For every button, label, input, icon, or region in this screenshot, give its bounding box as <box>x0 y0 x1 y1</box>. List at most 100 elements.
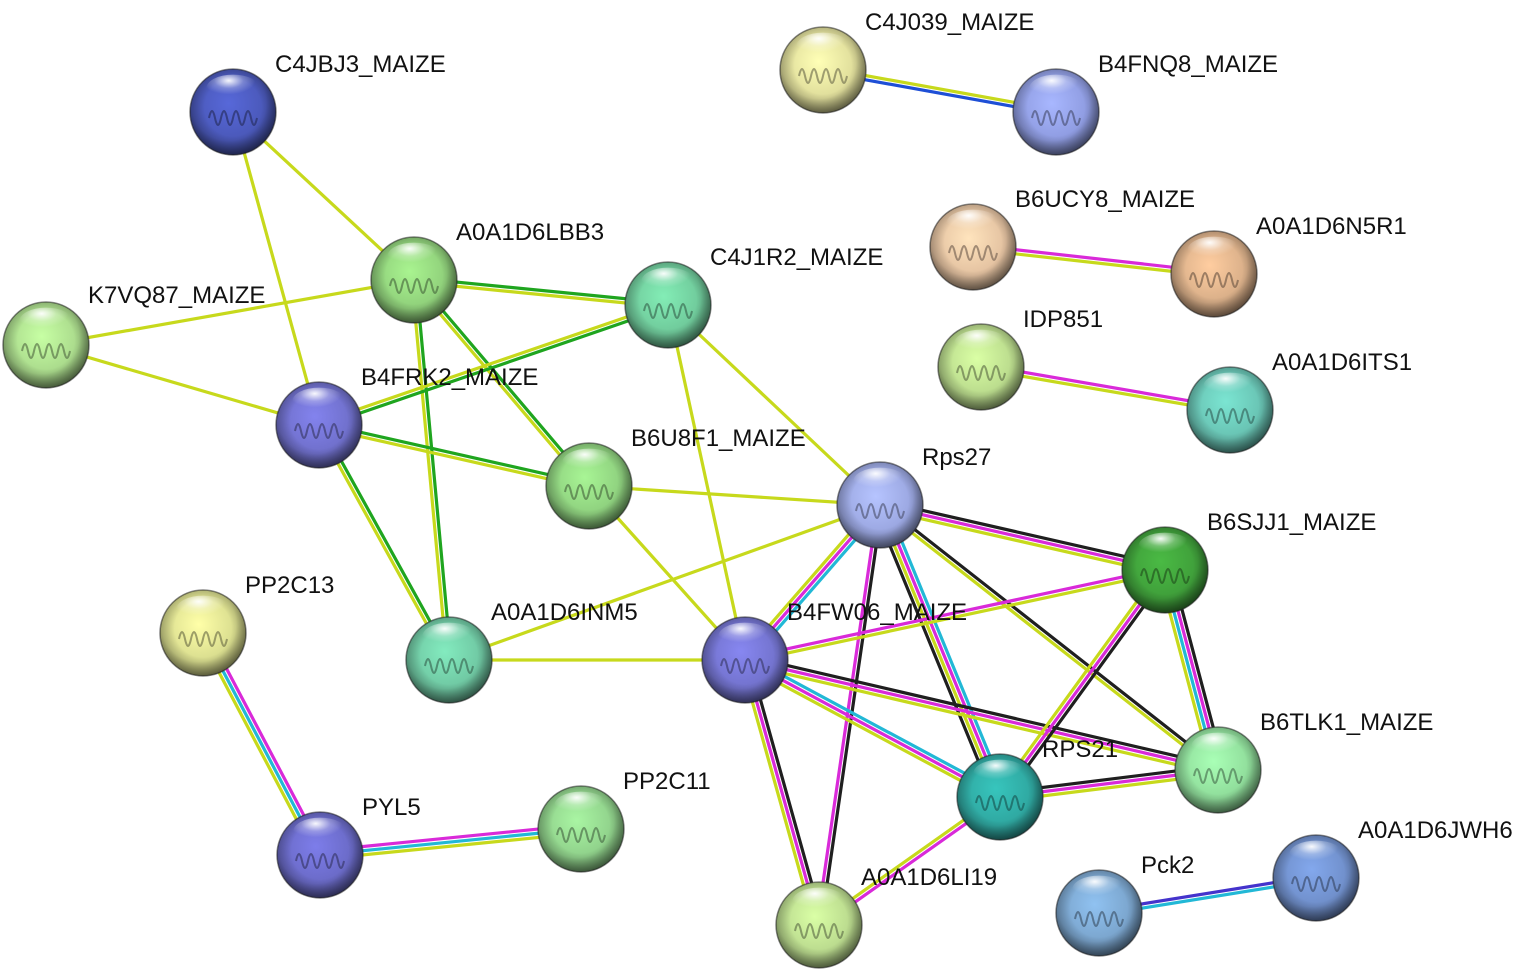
edge-line-textmining <box>743 570 1168 664</box>
edge-C4JBJ3-B4FRK2[interactable] <box>231 110 321 427</box>
edge-B4FW06-B6TLK1[interactable] <box>742 654 1221 776</box>
edge-B4FW06-A0A1D6LI19[interactable] <box>739 657 825 928</box>
node-ball[interactable] <box>624 261 712 349</box>
node-ball[interactable] <box>1272 834 1360 922</box>
edge-Rps27-B6SJJ1[interactable] <box>877 499 1168 576</box>
node-label: Pck2 <box>1141 852 1194 879</box>
node-ball[interactable] <box>545 442 633 530</box>
node-C4JBJ3[interactable]: C4JBJ3_MAIZE <box>189 51 446 156</box>
edge-line-textmining <box>742 662 1219 776</box>
node-ball[interactable] <box>537 785 625 873</box>
node-ball[interactable] <box>1186 366 1274 454</box>
node-ball[interactable] <box>370 236 458 324</box>
node-A0A1D6LBB3[interactable]: A0A1D6LBB3 <box>370 219 604 324</box>
node-ball[interactable] <box>1170 230 1258 318</box>
edge-line-textmining <box>231 110 321 427</box>
node-label: C4J039_MAIZE <box>865 9 1034 36</box>
node-ball[interactable] <box>929 203 1017 291</box>
edge-A0A1D6LBB3-A0A1D6INM5[interactable] <box>410 278 453 662</box>
edge-B4FW06-B6SJJ1[interactable] <box>742 566 1168 664</box>
node-B6UCY8[interactable]: B6UCY8_MAIZE <box>929 186 1195 291</box>
node-label: RPS21 <box>1042 736 1118 763</box>
node-label: Rps27 <box>922 444 991 471</box>
edge-A0A1D6INM5-Rps27[interactable] <box>447 503 882 662</box>
edge-line-textmining <box>318 831 584 861</box>
edge-line-experiments <box>742 566 1167 660</box>
edge-line-textmining <box>410 278 449 662</box>
edge-line-experiments <box>878 503 1167 572</box>
edge-line-textmining <box>44 278 416 347</box>
node-ball[interactable] <box>276 811 364 899</box>
node-ball[interactable] <box>2 301 90 389</box>
node-ball[interactable] <box>1174 726 1262 814</box>
edge-K7VQ87-A0A1D6LBB3[interactable] <box>44 278 416 347</box>
node-C4J039[interactable]: C4J039_MAIZE <box>779 9 1034 114</box>
node-A0A1D6INM5[interactable]: A0A1D6INM5 <box>405 599 638 704</box>
node-label: A0A1D6N5R1 <box>1256 213 1407 240</box>
node-Rps27[interactable]: Rps27 <box>836 444 991 549</box>
node-ball[interactable] <box>1012 68 1100 156</box>
node-label: K7VQ87_MAIZE <box>88 282 265 309</box>
node-PP2C11[interactable]: PP2C11 <box>537 768 711 873</box>
edge-line-coexpression <box>879 501 1221 770</box>
edge-line-coexpression <box>744 654 1221 768</box>
node-label: PP2C11 <box>623 768 711 795</box>
edge-line-textmining <box>876 504 1000 800</box>
edge-C4J1R2-B4FRK2[interactable] <box>316 301 671 429</box>
node-label: A0A1D6LBB3 <box>456 219 604 246</box>
node-label: A0A1D6ITS1 <box>1272 349 1412 376</box>
node-ball[interactable] <box>956 753 1044 841</box>
node-ball[interactable] <box>189 68 277 156</box>
edge-Rps27-B6TLK1[interactable] <box>877 501 1221 774</box>
edge-line-databases <box>884 501 1008 797</box>
edge-K7VQ87-B4FRK2[interactable] <box>44 343 321 427</box>
edge-line-textmining <box>316 425 591 490</box>
node-A0A1D6ITS1[interactable]: A0A1D6ITS1 <box>1186 349 1412 454</box>
node-ball[interactable] <box>1055 869 1143 957</box>
edge-line-textmining <box>447 503 882 662</box>
edge-line-coexpression <box>747 657 825 926</box>
node-label: B6U8F1_MAIZE <box>631 425 806 452</box>
edge-line-textmining <box>739 659 817 928</box>
node-B4FW06[interactable]: B4FW06_MAIZE <box>701 599 967 704</box>
node-ball[interactable] <box>779 26 867 114</box>
edge-line-textmining <box>316 301 669 425</box>
node-B4FNQ8[interactable]: B4FNQ8_MAIZE <box>1012 51 1278 156</box>
node-A0A1D6JWH6[interactable]: A0A1D6JWH6 <box>1272 817 1513 922</box>
node-label: C4JBJ3_MAIZE <box>275 51 446 78</box>
node-ball[interactable] <box>775 881 863 969</box>
node-label: B6TLK1_MAIZE <box>1260 709 1433 736</box>
node-PP2C13[interactable]: PP2C13 <box>159 572 334 677</box>
edge-line-experiments <box>743 658 821 927</box>
node-label: PP2C13 <box>245 572 334 599</box>
edge-line-neighborhood <box>317 421 592 486</box>
edge-line-textmining <box>877 507 1166 576</box>
node-B4FRK2[interactable]: B4FRK2_MAIZE <box>275 364 538 469</box>
edge-B4FRK2-B6U8F1[interactable] <box>316 421 592 490</box>
edge-C4J1R2-B4FW06[interactable] <box>666 303 747 662</box>
node-ball[interactable] <box>1121 526 1209 614</box>
edge-line-textmining <box>44 343 321 427</box>
node-label: IDP851 <box>1023 306 1103 333</box>
node-ball[interactable] <box>159 589 247 677</box>
node-B6U8F1[interactable]: B6U8F1_MAIZE <box>545 425 806 530</box>
node-A0A1D6N5R1[interactable]: A0A1D6N5R1 <box>1170 213 1407 318</box>
node-B6SJJ1[interactable]: B6SJJ1_MAIZE <box>1121 509 1376 614</box>
node-ball[interactable] <box>937 323 1025 411</box>
edge-line-experiments <box>743 658 1220 772</box>
node-ball[interactable] <box>701 616 789 704</box>
edge-line-textmining <box>587 484 882 507</box>
node-C4J1R2[interactable]: C4J1R2_MAIZE <box>624 244 883 349</box>
edge-B6U8F1-Rps27[interactable] <box>587 484 882 507</box>
node-IDP851[interactable]: IDP851 <box>937 306 1103 411</box>
node-label: PYL5 <box>362 794 421 821</box>
node-ball[interactable] <box>275 381 363 469</box>
edge-Rps27-RPS21[interactable] <box>872 501 1008 801</box>
edge-line-experiments <box>880 502 1004 798</box>
node-ball[interactable] <box>836 461 924 549</box>
node-label: B6UCY8_MAIZE <box>1015 186 1195 213</box>
node-label: A0A1D6JWH6 <box>1358 817 1513 844</box>
node-ball[interactable] <box>405 616 493 704</box>
